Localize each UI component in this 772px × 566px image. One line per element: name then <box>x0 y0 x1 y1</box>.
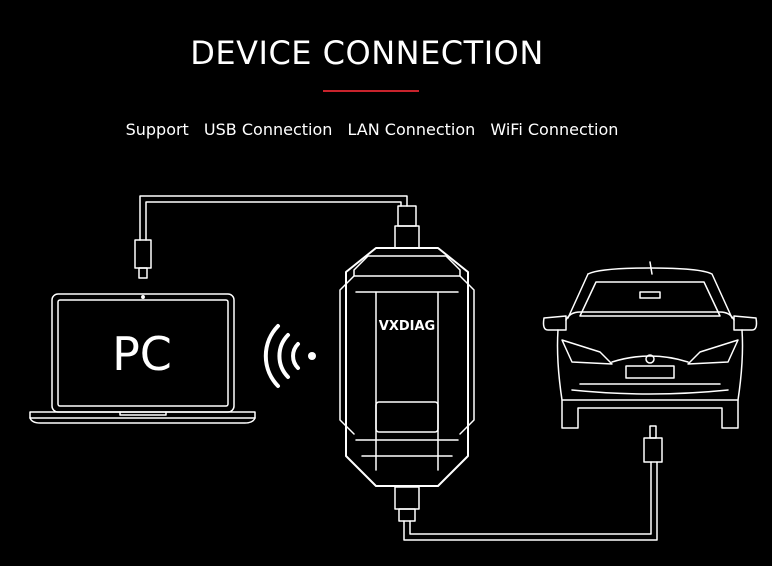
lan-connection-label: LAN Connection <box>347 120 476 139</box>
page-title: DEVICE CONNECTION <box>190 34 544 72</box>
device-brand-label: VXDIAG <box>379 319 435 334</box>
wifi-signal-icon <box>263 324 316 388</box>
usb-connection-label: USB Connection <box>203 120 333 139</box>
laptop-icon <box>29 293 256 424</box>
usb-cable <box>134 195 420 279</box>
vxdiag-device-icon <box>339 247 475 487</box>
support-label: Support <box>125 120 189 139</box>
wifi-connection-label: WiFi Connection <box>490 120 619 139</box>
obd-cable <box>394 425 663 541</box>
connection-support-line: Support USB Connection LAN Connection Wi… <box>0 120 744 139</box>
title-underline <box>323 90 419 92</box>
pc-screen-label: PC <box>112 327 172 381</box>
car-front-icon <box>542 261 758 429</box>
